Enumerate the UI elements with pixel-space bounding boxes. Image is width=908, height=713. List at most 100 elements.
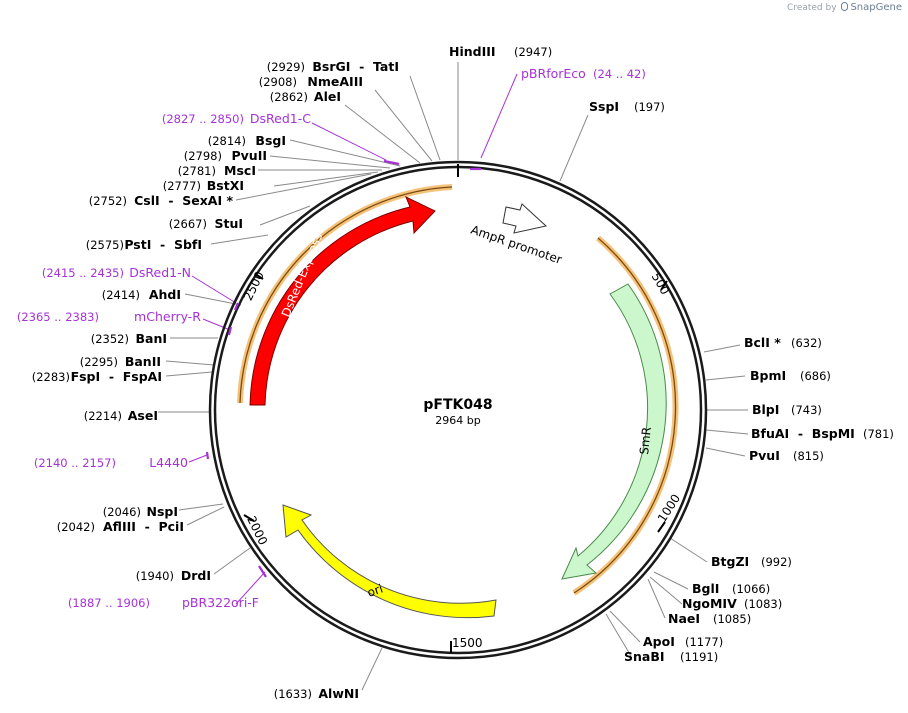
credit-text: Created by — [787, 3, 837, 13]
primer-range-l4440: (2140 .. 2157) — [34, 456, 116, 470]
feature-ampr-promoter[interactable] — [502, 203, 548, 234]
enzyme-labels-left: AlwNI (1633) DrdI (1940) AflIII - PciI (… — [32, 59, 399, 701]
enzyme-name-bcli[interactable]: BclI * — [744, 335, 781, 350]
plasmid-size: 2964 bp — [435, 414, 480, 427]
enzyme-pos-naei: (1085) — [713, 612, 751, 626]
enzyme-pos-psti: (2575) — [86, 238, 124, 252]
enzyme-name-ahdi[interactable]: AhdI — [149, 287, 181, 302]
enzyme-pos-drdi: (1940) — [136, 569, 174, 583]
enzyme-pos-blpi: (743) — [791, 403, 822, 417]
enzyme-pos-stui: (2667) — [169, 217, 207, 231]
primer-leader-lines — [188, 73, 518, 605]
enzyme-pos-nmeaiii: (2908) — [259, 75, 297, 89]
enzyme-pos-bani: (2352) — [91, 332, 129, 346]
enzyme-pos-ahdi: (2414) — [102, 288, 140, 302]
enzyme-name-fspi[interactable]: FspI - FspAI — [71, 369, 162, 384]
primer-name-dsred1-c[interactable]: DsRed1-C — [250, 111, 311, 126]
enzyme-name-sspi[interactable]: SspI — [589, 99, 619, 114]
enzyme-pos-sspi: (197) — [634, 100, 665, 114]
smr-strand-line — [573, 237, 677, 594]
plasmid-name: pFTK048 — [423, 397, 492, 413]
primer-range-pbr322ori-f: (1887 .. 1906) — [68, 596, 150, 610]
primer-name-dsred1-n[interactable]: DsRed1-N — [129, 265, 191, 280]
enzyme-pos-pvui: (815) — [793, 449, 824, 463]
primer-range-dsred1-n: (2415 .. 2435) — [42, 266, 124, 280]
enzyme-name-afliii[interactable]: AflIII - PciI — [103, 519, 184, 534]
enzyme-name-ngomiv[interactable]: NgoMIV — [682, 596, 737, 611]
enzyme-name-btgzi[interactable]: BtgZI — [711, 554, 749, 569]
enzyme-pos-alei: (2862) — [270, 90, 308, 104]
enzyme-pos-bpmi: (686) — [800, 369, 831, 383]
tick-label-2500: 2500 — [241, 269, 267, 303]
enzyme-name-alwni[interactable]: AlwNI — [318, 686, 359, 701]
enzyme-name-bpmi[interactable]: BpmI — [750, 368, 786, 383]
enzyme-name-bstxi[interactable]: BstXI — [207, 178, 244, 193]
enzyme-name-snabi[interactable]: SnaBI — [624, 649, 665, 664]
enzyme-name-apoi[interactable]: ApoI — [643, 634, 675, 649]
enzyme-pos-hindiii: (2947) — [514, 45, 552, 59]
primer-name-pbrforeco[interactable]: pBRforEco — [521, 66, 586, 81]
leader-lines — [158, 62, 749, 691]
enzyme-name-bsrgi[interactable]: BsrGI - TatI — [312, 59, 399, 74]
enzyme-name-banii[interactable]: BanII — [125, 354, 161, 369]
enzyme-name-drdi[interactable]: DrdI — [181, 568, 211, 583]
enzyme-name-psti[interactable]: PstI - SbfI — [124, 237, 202, 252]
enzyme-name-naei[interactable]: NaeI — [668, 611, 700, 626]
enzyme-pos-banii: (2295) — [80, 355, 118, 369]
enzyme-pos-fspi: (2283) — [32, 370, 70, 384]
feature-smr[interactable] — [561, 283, 667, 580]
tick-label-1500: 1500 — [452, 636, 483, 650]
enzyme-pos-bcli: (632) — [791, 336, 822, 350]
enzyme-labels-right: HindIII (2947) SspI (197) BclI * (632) B… — [449, 44, 894, 664]
enzyme-name-nspi[interactable]: NspI — [146, 504, 178, 519]
primer-labels: pBRforEco (24 .. 42) DsRed1-C (2827 .. 2… — [17, 66, 646, 610]
enzyme-name-pvuii[interactable]: PvuII — [231, 148, 267, 163]
primer-name-pbr322ori-f[interactable]: pBR322ori-F — [182, 595, 259, 610]
enzyme-pos-alwni: (1633) — [274, 687, 312, 701]
enzyme-name-asei[interactable]: AseI — [128, 408, 158, 423]
enzyme-pos-bsgi: (2814) — [208, 134, 246, 148]
enzyme-name-nmeaiii[interactable]: NmeAIII — [307, 74, 363, 89]
enzyme-pos-ngomiv: (1083) — [744, 597, 782, 611]
snapgene-logo-icon — [841, 2, 849, 11]
enzyme-name-bfuai[interactable]: BfuAI - BspMI — [751, 426, 855, 441]
enzyme-pos-msci: (2781) — [178, 164, 216, 178]
feature-dsred-express[interactable] — [249, 195, 436, 406]
enzyme-name-csli[interactable]: CslI - SexAI * — [134, 193, 233, 208]
tick-marks — [243, 164, 668, 653]
enzyme-pos-bsrgi: (2929) — [267, 60, 305, 74]
enzyme-pos-afliii: (2042) — [57, 520, 95, 534]
enzyme-pos-btgzi: (992) — [761, 555, 792, 569]
enzyme-name-bgli[interactable]: BglI — [692, 581, 719, 596]
enzyme-pos-snabi: (1191) — [680, 650, 718, 664]
enzyme-name-stui[interactable]: StuI — [214, 216, 243, 231]
enzyme-pos-csli: (2752) — [89, 194, 127, 208]
snapgene-credit: Created by SnapGene — [787, 2, 902, 13]
feature-ori[interactable] — [282, 504, 497, 619]
enzyme-name-msci[interactable]: MscI — [224, 163, 256, 178]
feature-label-smr: SmR — [637, 426, 654, 455]
enzyme-pos-bfuai: (781) — [863, 427, 894, 441]
dsred-strand-line — [239, 186, 453, 404]
credit-brand: SnapGene — [850, 2, 902, 13]
enzyme-pos-asei: (2214) — [84, 409, 122, 423]
primer-name-mcherry-r[interactable]: mCherry-R — [134, 309, 201, 324]
enzyme-pos-nspi: (2046) — [103, 505, 141, 519]
tick-label-500: 500 — [649, 270, 673, 297]
backbone-outer — [208, 160, 708, 660]
enzyme-name-pvui[interactable]: PvuI — [749, 448, 780, 463]
primer-range-pbrforeco: (24 .. 42) — [593, 67, 646, 81]
enzyme-name-bani[interactable]: BanI — [135, 331, 167, 346]
enzyme-name-alei[interactable]: AleI — [314, 89, 341, 104]
enzyme-pos-bgli: (1066) — [732, 582, 770, 596]
primer-name-l4440[interactable]: L4440 — [149, 455, 188, 470]
feature-label-ori: ori — [365, 582, 384, 600]
enzyme-name-bsgi[interactable]: BsgI — [255, 133, 286, 148]
primer-range-mcherry-r: (2365 .. 2383) — [17, 310, 99, 324]
enzyme-name-hindiii[interactable]: HindIII — [449, 44, 496, 59]
enzyme-pos-pvuii: (2798) — [184, 149, 222, 163]
primer-range-dsred1-c: (2827 .. 2850) — [162, 112, 244, 126]
enzyme-name-blpi[interactable]: BlpI — [752, 402, 779, 417]
enzyme-pos-bstxi: (2777) — [163, 179, 201, 193]
